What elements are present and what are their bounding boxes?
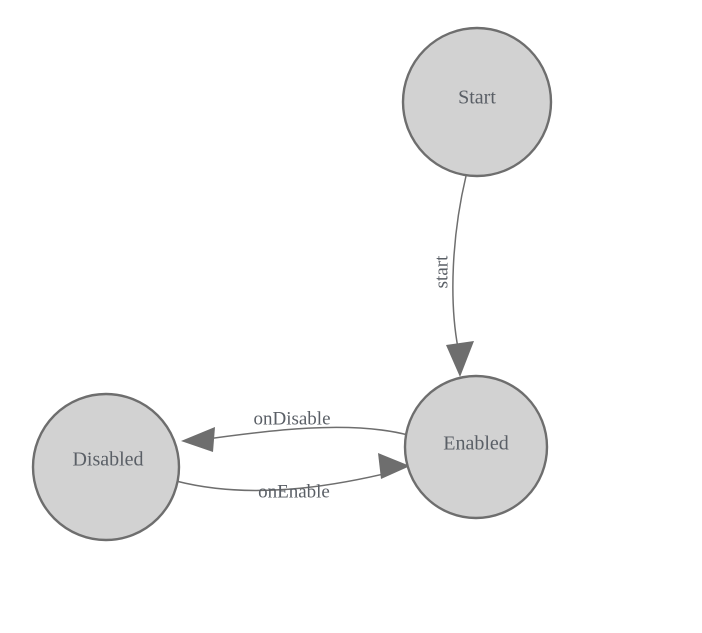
edge-start-to-enabled[interactable]: start: [431, 175, 474, 377]
edge-label-onenable: onEnable: [258, 481, 330, 502]
edge-label-start: start: [431, 255, 452, 288]
edge-start-to-enabled-arrowhead: [446, 341, 474, 377]
edge-label-ondisable: onDisable: [253, 408, 330, 429]
node-start-label: Start: [458, 87, 496, 109]
node-enabled-label: Enabled: [443, 433, 509, 455]
node-enabled[interactable]: Enabled: [403, 374, 549, 520]
edge-disabled-to-enabled[interactable]: onEnable: [175, 453, 410, 502]
node-start-circle: [401, 26, 553, 178]
edge-disabled-to-enabled-arrowhead: [378, 453, 410, 479]
node-enabled-circle: [403, 374, 549, 520]
edge-enabled-to-disabled-path: [199, 426, 409, 441]
edge-enabled-to-disabled[interactable]: onDisable: [181, 408, 409, 452]
node-disabled[interactable]: Disabled: [31, 392, 181, 542]
edge-start-to-enabled-path: [452, 175, 467, 349]
edge-disabled-to-enabled-path: [175, 471, 393, 492]
node-disabled-label: Disabled: [72, 449, 143, 471]
edge-enabled-to-disabled-arrowhead: [181, 427, 215, 452]
node-start[interactable]: Start: [401, 26, 553, 178]
node-disabled-circle: [31, 392, 181, 542]
